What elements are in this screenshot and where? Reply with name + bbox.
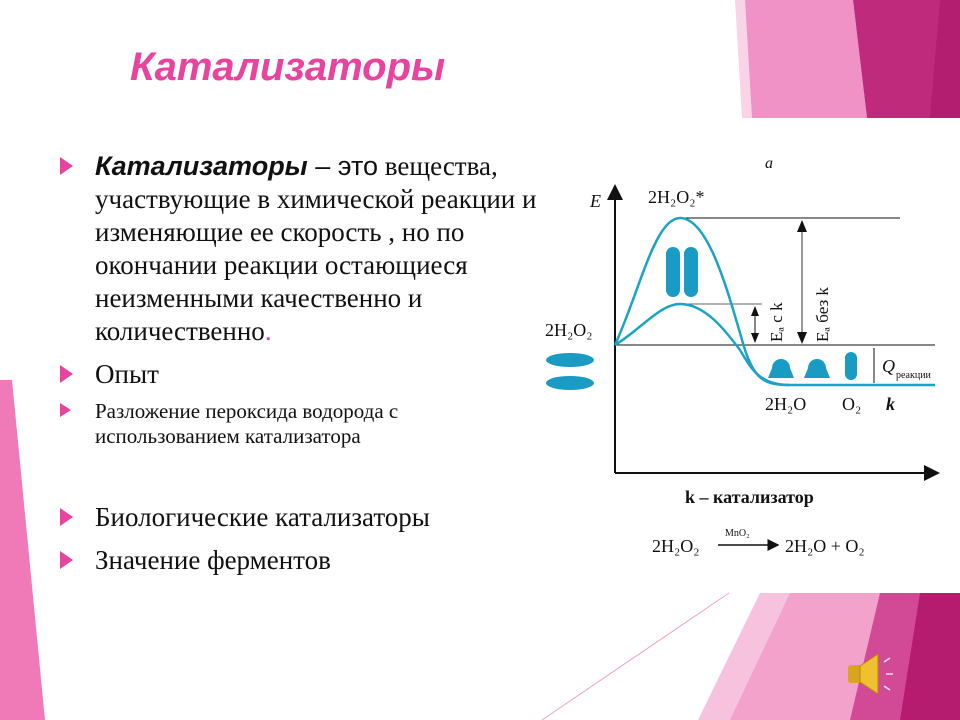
equation-left: 2H₂O₂ — [652, 536, 700, 556]
deco-diagonal-line — [541, 592, 730, 720]
product-oxygen-label: O₂ — [842, 394, 861, 414]
bullet-arrow-icon — [60, 551, 73, 569]
bullet-arrow-icon — [60, 365, 73, 383]
slide-title: Катализаторы — [130, 45, 446, 89]
transition-state-label: 2H₂O₂* — [648, 187, 705, 207]
ea-without-catalyst-label: Eₐ без k — [813, 287, 832, 342]
reactant-label: 2H₂O₂ — [545, 320, 593, 340]
bullet-enzymes: Значение ферментов — [60, 544, 540, 577]
equation-right: 2H₂O + O₂ — [785, 536, 865, 556]
deco-stripe-top-1 — [735, 0, 752, 118]
equation-catalyst: MnO₂ — [725, 528, 750, 539]
deco-stripe-bottom-4 — [900, 593, 960, 720]
bullet-bio-catalysts: Биологические катализаторы — [60, 501, 540, 534]
bullet-text: Значение ферментов — [95, 545, 331, 575]
q-label: Q — [882, 356, 895, 376]
bullet-text: Опыт — [95, 359, 159, 389]
activated-molecules — [666, 247, 698, 297]
bullet-list: Катализаторы – это вещества, участвующие… — [60, 150, 540, 577]
deco-stripe-top-4 — [930, 0, 960, 118]
bullet-arrow-icon — [60, 403, 71, 417]
deco-stripe-left — [0, 380, 45, 720]
definition-dash: – это — [307, 151, 379, 181]
bullet-text: Разложение пероксида водорода с использо… — [95, 399, 399, 448]
catalyzed-curve — [614, 302, 791, 387]
speaker-icon[interactable] — [848, 653, 893, 695]
arrowheads-small — [751, 306, 759, 343]
legend-label: k – катализатор — [685, 487, 814, 507]
ea-with-catalyst-label: Eₐ с k — [767, 302, 786, 342]
product-molecules — [768, 352, 857, 380]
bullet-arrow-icon — [60, 508, 73, 526]
panel-label: a — [765, 155, 773, 172]
bullet-arrow-icon — [60, 157, 73, 175]
molecules — [546, 247, 857, 390]
q-subscript: реакции — [896, 370, 932, 381]
product-water-label: 2H₂O — [765, 394, 806, 414]
bullet-experiment: Опыт — [60, 358, 540, 391]
y-axis-label: E — [589, 191, 601, 211]
reactant-molecules — [546, 353, 594, 390]
definition-text: вещества, участвующие в химической реакц… — [95, 151, 537, 346]
definition-end: . — [264, 316, 272, 346]
definition-term: Катализаторы — [95, 151, 308, 181]
bullet-decomposition: Разложение пероксида водорода с использо… — [60, 399, 515, 449]
bullet-definition: Катализаторы – это вещества, участвующие… — [60, 150, 540, 348]
bullet-text: Биологические катализаторы — [95, 502, 430, 532]
catalyst-mark: k — [886, 394, 895, 414]
deco-stripe-top-2 — [745, 0, 867, 118]
